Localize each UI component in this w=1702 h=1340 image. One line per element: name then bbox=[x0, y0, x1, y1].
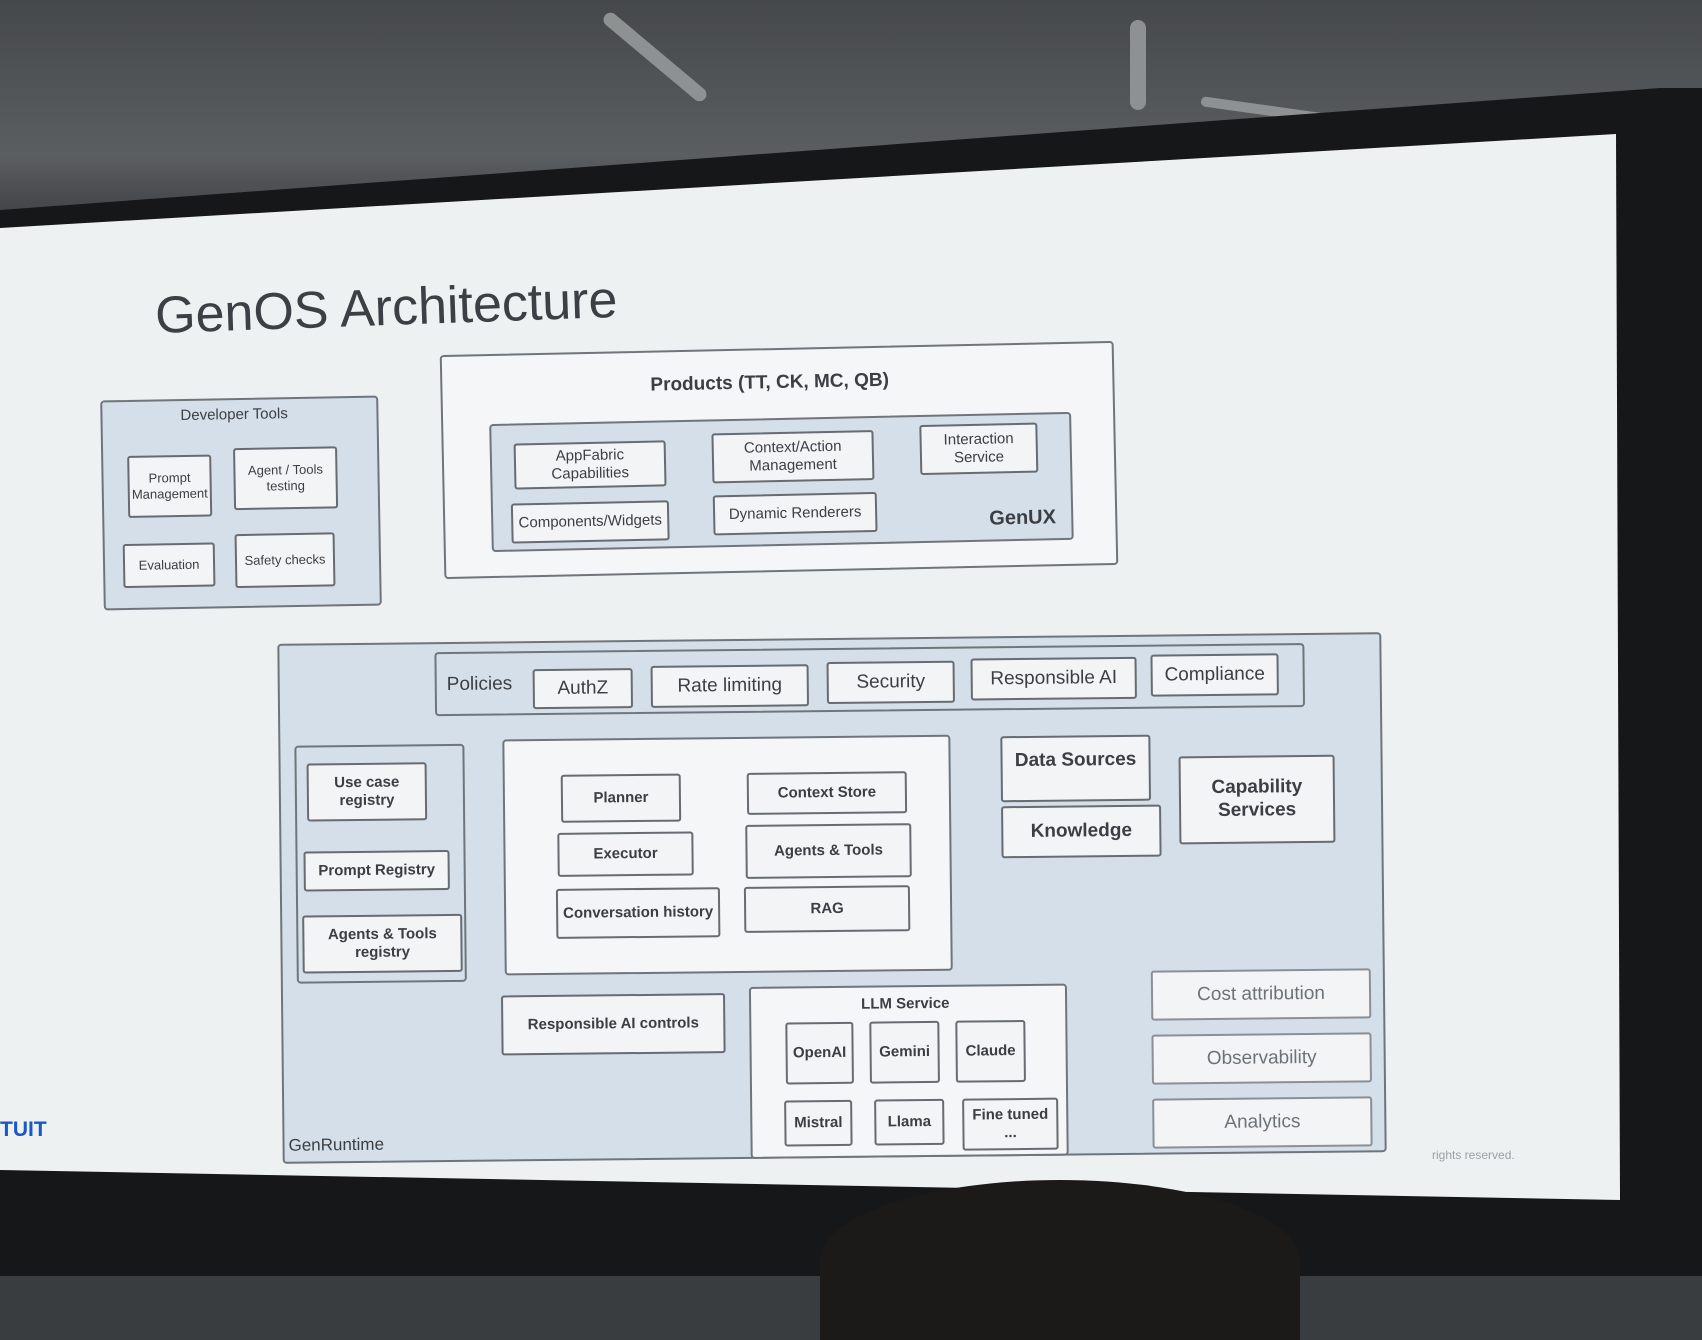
knowledge-card: Knowledge bbox=[1001, 804, 1162, 859]
security-card: Security bbox=[826, 660, 955, 705]
data-sources-card: Data Sources bbox=[1000, 734, 1151, 803]
agents-tools-registry-card: Agents & Tools registry bbox=[302, 913, 463, 974]
conversation-history-card: Conversation history bbox=[555, 887, 721, 939]
prompt-registry-card: Prompt Registry bbox=[303, 850, 450, 892]
evaluation-card: Evaluation bbox=[122, 542, 216, 589]
ceiling-pipe bbox=[1130, 20, 1146, 110]
intuit-logo: TUIT bbox=[0, 1118, 47, 1141]
openai-card: OpenAI bbox=[785, 1021, 854, 1085]
policies-label: Policies bbox=[446, 673, 513, 696]
dynamic-renderers-card: Dynamic Renderers bbox=[712, 491, 878, 536]
gemini-card: Gemini bbox=[869, 1020, 940, 1084]
rate-limiting-card: Rate limiting bbox=[650, 664, 809, 708]
prompt-management-card: Prompt Management bbox=[127, 454, 213, 518]
responsible-ai-controls-card: Responsible AI controls bbox=[501, 993, 726, 1056]
registries-panel: Use case registry Prompt Registry Agents… bbox=[294, 743, 467, 984]
genux-panel: GenUX AppFabric Capabilities Context/Act… bbox=[489, 411, 1074, 553]
policies-bar: Policies AuthZ Rate limiting Security Re… bbox=[434, 643, 1306, 717]
llama-card: Llama bbox=[874, 1098, 945, 1146]
fine-tuned-card: Fine tuned ... bbox=[962, 1097, 1059, 1151]
planner-card: Planner bbox=[560, 773, 682, 823]
capability-services-card: Capability Services bbox=[1178, 754, 1336, 845]
products-label: Products (TT, CK, MC, QB) bbox=[650, 369, 890, 396]
footer-copyright: rights reserved. bbox=[1432, 1148, 1515, 1162]
mistral-card: Mistral bbox=[784, 1099, 853, 1147]
context-action-management-card: Context/Action Management bbox=[711, 430, 875, 484]
use-case-registry-card: Use case registry bbox=[306, 762, 428, 822]
developer-tools-label: Developer Tools bbox=[180, 405, 288, 425]
audience-head-silhouette bbox=[820, 1180, 1300, 1340]
agents-tools-card: Agents & Tools bbox=[745, 823, 912, 879]
products-panel: Products (TT, CK, MC, QB) GenUX AppFabri… bbox=[439, 340, 1119, 580]
rag-card: RAG bbox=[743, 885, 911, 933]
genux-label: GenUX bbox=[989, 506, 1057, 530]
llm-service-label: LLM Service bbox=[861, 994, 950, 1013]
authz-card: AuthZ bbox=[532, 668, 634, 710]
cost-attribution-card: Cost attribution bbox=[1150, 968, 1372, 1021]
analytics-card: Analytics bbox=[1152, 1096, 1373, 1149]
developer-tools-panel: Developer Tools Prompt Management Agent … bbox=[100, 395, 382, 611]
genruntime-label: GenRuntime bbox=[288, 1134, 385, 1155]
ceiling-pipe bbox=[600, 9, 710, 105]
genruntime-panel: GenRuntime Policies AuthZ Rate limiting … bbox=[277, 632, 1387, 1164]
interaction-service-card: Interaction Service bbox=[919, 422, 1039, 476]
executor-card: Executor bbox=[557, 831, 694, 877]
agent-tools-testing-card: Agent / Tools testing bbox=[233, 446, 339, 511]
components-widgets-card: Components/Widgets bbox=[510, 500, 670, 544]
appfabric-capabilities-card: AppFabric Capabilities bbox=[513, 440, 667, 490]
safety-checks-card: Safety checks bbox=[234, 532, 336, 589]
observability-card: Observability bbox=[1151, 1032, 1372, 1085]
orchestrator-panel: Planner Context Store Executor Agents & … bbox=[502, 734, 953, 976]
compliance-card: Compliance bbox=[1150, 653, 1279, 697]
claude-card: Claude bbox=[955, 1019, 1026, 1083]
context-store-card: Context Store bbox=[746, 771, 908, 815]
llm-service-panel: LLM Service OpenAI Gemini Claude Mistral… bbox=[748, 983, 1069, 1159]
responsible-ai-card: Responsible AI bbox=[970, 656, 1137, 701]
